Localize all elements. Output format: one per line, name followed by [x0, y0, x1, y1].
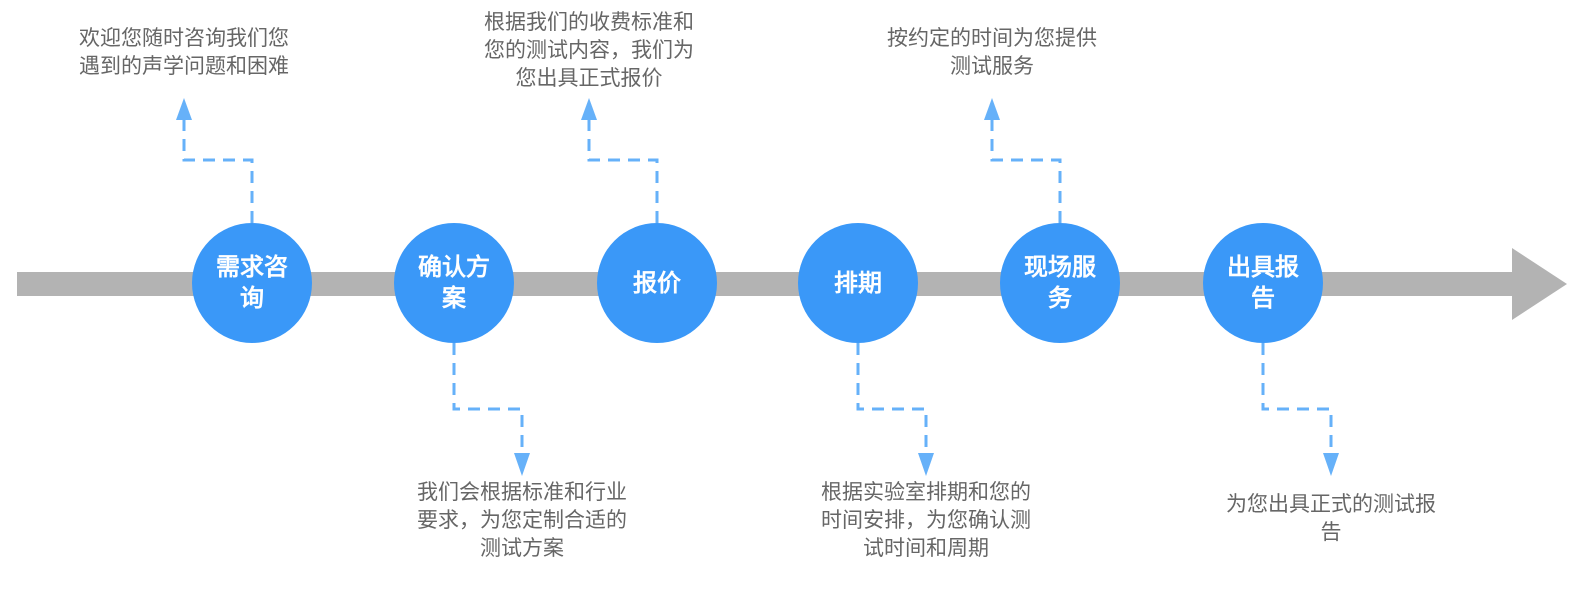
step-connector — [581, 98, 659, 223]
step-label: 现场服 务 — [1024, 253, 1096, 312]
step-circle: 出具报 告 — [1203, 223, 1323, 343]
dashed-connector-line — [990, 118, 1062, 223]
step-circle: 需求咨 询 — [192, 223, 312, 343]
step-connector — [176, 98, 254, 223]
timeline-arrowhead-icon — [1512, 248, 1567, 320]
step-description: 为您出具正式的测试报 告 — [1226, 492, 1436, 544]
step-description: 欢迎您随时咨询我们您 遇到的声学问题和困难 — [79, 26, 289, 78]
arrow-down-icon — [514, 453, 530, 476]
step-label: 需求咨 询 — [216, 253, 288, 312]
step-description: 按约定的时间为您提供 测试服务 — [887, 26, 1097, 78]
dashed-connector-line — [856, 343, 928, 455]
step-description: 根据我们的收费标准和 您的测试内容，我们为 您出具正式报价 — [484, 10, 694, 90]
arrow-up-icon — [984, 98, 1000, 120]
step-label: 报价 — [633, 268, 681, 297]
step-connector — [856, 343, 934, 476]
step-connector — [984, 98, 1062, 223]
arrow-up-icon — [581, 98, 597, 120]
dashed-connector-line — [1261, 343, 1333, 455]
step-label: 确认方 案 — [418, 253, 490, 312]
dashed-connector-line — [452, 343, 524, 455]
step-label: 排期 — [834, 268, 882, 297]
step-label: 出具报 告 — [1227, 253, 1299, 312]
step-description: 根据实验室排期和您的 时间安排，为您确认测 试时间和周期 — [821, 480, 1031, 560]
dashed-connector-line — [182, 118, 254, 223]
step-circle: 报价 — [597, 223, 717, 343]
arrow-down-icon — [1323, 453, 1339, 476]
step-circle: 排期 — [798, 223, 918, 343]
step-circle: 现场服 务 — [1000, 223, 1120, 343]
arrow-down-icon — [918, 453, 934, 476]
step-description: 我们会根据标准和行业 要求，为您定制合适的 测试方案 — [417, 480, 627, 560]
step-circle: 确认方 案 — [394, 223, 514, 343]
dashed-connector-line — [587, 118, 659, 223]
arrow-up-icon — [176, 98, 192, 120]
step-connector — [452, 343, 530, 476]
step-connector — [1261, 343, 1339, 476]
